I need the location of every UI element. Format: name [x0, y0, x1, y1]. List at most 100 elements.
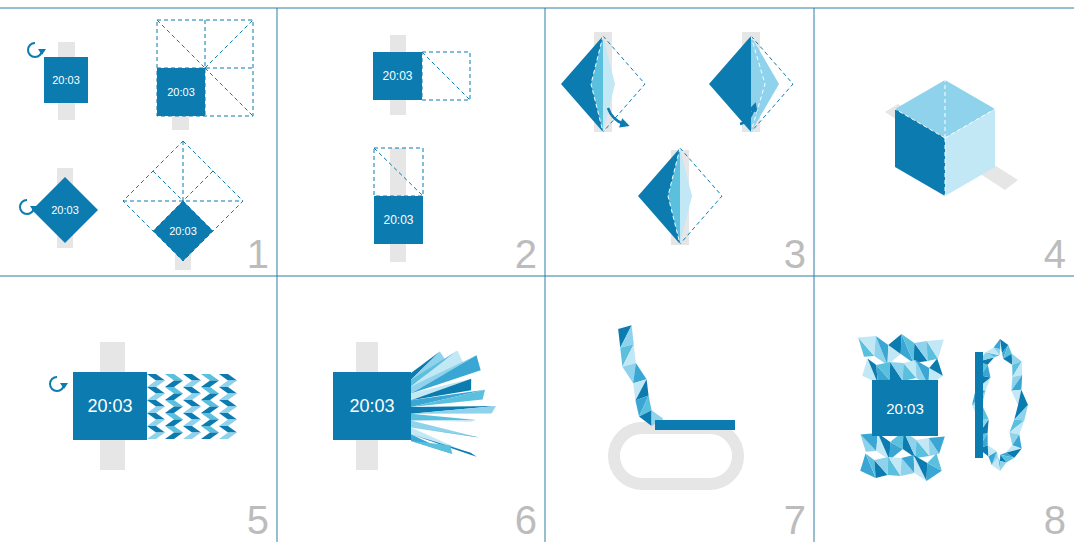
crumpled-facet [986, 347, 1000, 355]
crumpled-facet [1012, 361, 1022, 377]
watch-time: 20:03 [167, 86, 195, 98]
chevron-fold [165, 400, 183, 407]
chevron-fold [219, 394, 237, 401]
watch-face: 20:03 [73, 372, 147, 440]
step-panel: 3 [545, 8, 814, 276]
fan-fold [411, 406, 496, 414]
crumpled-facet [903, 360, 916, 378]
fold-line [374, 148, 423, 196]
crumpled-facet [901, 334, 914, 363]
chevron-fold [201, 381, 219, 388]
chevron-fold [201, 420, 219, 427]
crumpled-facet [860, 454, 875, 478]
chevron-fold [165, 420, 183, 427]
fold-line [945, 80, 946, 138]
chevron-fold [183, 381, 201, 388]
step-panel: 620:03 [277, 276, 545, 542]
chevron-fold [147, 420, 165, 427]
fold-line [422, 52, 470, 100]
step-panel: 7 [545, 276, 814, 542]
crumpled-facet [622, 344, 635, 367]
chevron-fold [165, 407, 183, 414]
crumpled-facet [890, 362, 903, 381]
watch-strap-loop [614, 428, 738, 484]
crumpled-facet [866, 454, 876, 478]
chevron-fold [183, 426, 201, 433]
chevron-fold [165, 381, 183, 388]
chevron-fold [201, 394, 219, 401]
turn-arrow-head [619, 118, 630, 127]
fold-line [422, 52, 470, 100]
chevron-fold [183, 387, 201, 394]
step-panel: 220:0320:03 [277, 8, 545, 276]
crumpled-facet [1003, 354, 1012, 365]
fan-fold [411, 441, 452, 454]
paper-facet [561, 36, 603, 132]
watch-face: 20:03 [153, 201, 213, 261]
fold-line [374, 148, 423, 196]
fan-fold [411, 390, 485, 407]
paper-facet [680, 148, 692, 244]
chevron-fold [183, 394, 201, 401]
chevron-fold [183, 400, 201, 407]
chevron-fold [147, 394, 165, 401]
chevron-fold [147, 381, 165, 388]
watch-face: 20:03 [157, 68, 205, 116]
watch-time: 20:03 [51, 204, 79, 216]
crumpled-facet [888, 334, 901, 354]
paper-facet [638, 148, 680, 244]
fold-line [591, 36, 603, 132]
chevron-fold [201, 426, 219, 433]
crumpled-facet [874, 336, 887, 365]
paper-facet [591, 36, 603, 132]
fold-line [123, 141, 243, 261]
crumpled-facet [888, 457, 901, 476]
watch-face: 20:03 [374, 196, 423, 244]
watch-face: 20:03 [373, 52, 422, 100]
watch-face: 20:03 [44, 57, 88, 103]
chevron-fold [165, 413, 183, 420]
crumpled-facet [858, 336, 876, 356]
chevron-fold [147, 433, 165, 440]
chevron-fold [219, 433, 237, 440]
crumpled-facet [914, 341, 927, 361]
watch-face-diamond [153, 201, 213, 261]
panel-divider [814, 8, 815, 542]
paper-facet [751, 36, 779, 132]
step-number: 1 [247, 234, 269, 274]
step-number: 6 [515, 500, 537, 540]
chevron-fold [183, 413, 201, 420]
crumpled-facet [994, 339, 1000, 349]
chevron-fold [165, 374, 183, 381]
rotate-arrow-head [60, 383, 68, 389]
paper-facet [668, 148, 680, 244]
chevron-fold [201, 374, 219, 381]
crumpled-facet [1000, 461, 1006, 471]
fan-fold [411, 434, 476, 457]
panel-divider [0, 8, 1074, 9]
crumpled-facet [901, 334, 914, 363]
fold-line [751, 36, 793, 132]
crumpled-facet [888, 457, 901, 476]
crumpled-facet [876, 362, 890, 380]
crumpled-facet [878, 433, 891, 460]
chevron-fold [219, 426, 237, 433]
crumpled-facet [1011, 375, 1022, 391]
fan-fold [411, 390, 485, 407]
crumpled-facet [927, 454, 942, 471]
fold-line [205, 68, 253, 116]
chevron-fold [201, 387, 219, 394]
fold-line [680, 148, 722, 244]
chevron-fold [219, 413, 237, 420]
watch-time: 20:03 [52, 74, 80, 86]
paper-layer [20, 36, 1028, 481]
crumpled-facet [929, 359, 943, 376]
chevron-fold [219, 381, 237, 388]
chevron-fold [183, 420, 201, 427]
fold-line [157, 20, 253, 116]
fold-line [895, 109, 945, 138]
crumpled-facet [1014, 405, 1028, 420]
chevron-fold [147, 400, 165, 407]
fan-fold [411, 406, 496, 414]
